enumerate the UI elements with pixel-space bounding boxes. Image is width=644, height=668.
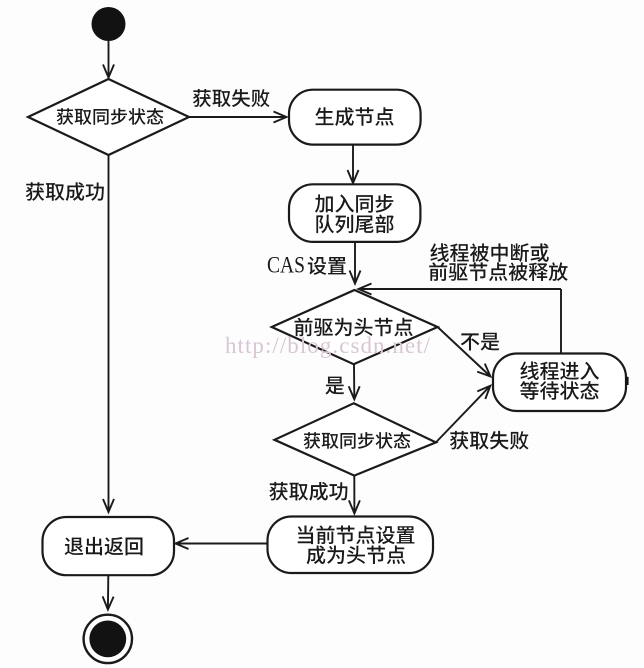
svg-text:http://blog.csdn.net/: http://blog.csdn.net/ — [225, 333, 431, 358]
svg-text:CAS: CAS — [267, 253, 305, 278]
